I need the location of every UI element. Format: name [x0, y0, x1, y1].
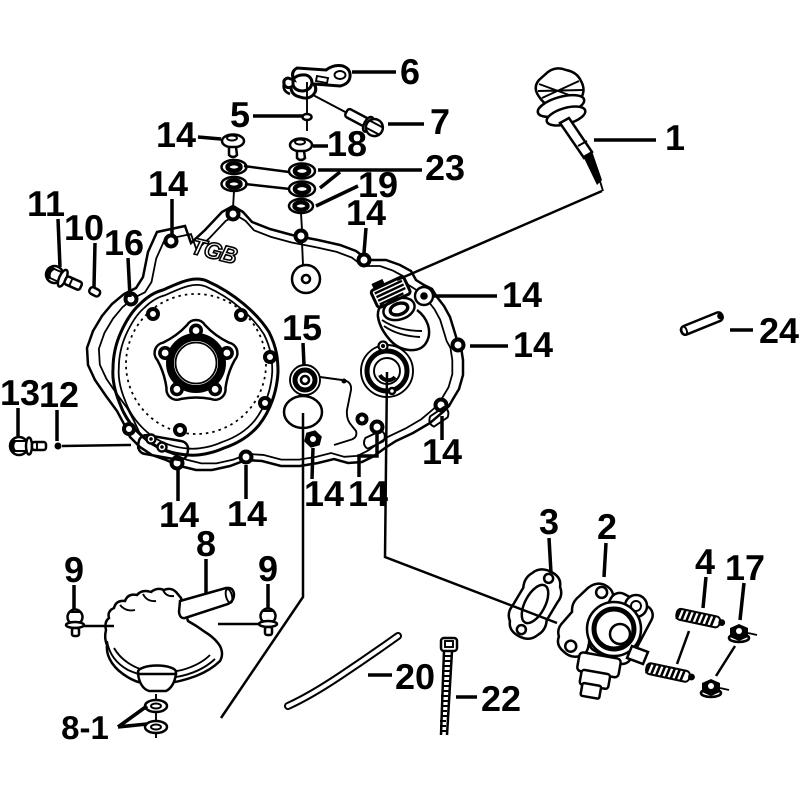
svg-text:19: 19	[358, 164, 398, 205]
svg-text:14: 14	[346, 192, 386, 233]
svg-text:14: 14	[348, 473, 388, 514]
svg-text:8-1: 8-1	[61, 709, 109, 746]
svg-text:1: 1	[665, 117, 685, 158]
svg-text:14: 14	[227, 493, 267, 534]
svg-text:14: 14	[156, 114, 196, 155]
svg-text:5: 5	[230, 94, 250, 135]
svg-text:11: 11	[27, 183, 65, 224]
svg-text:4: 4	[695, 541, 715, 582]
svg-text:23: 23	[425, 147, 465, 188]
svg-text:15: 15	[282, 307, 322, 348]
svg-text:22: 22	[481, 678, 521, 719]
svg-text:16: 16	[104, 222, 144, 263]
svg-text:9: 9	[258, 548, 278, 589]
svg-text:14: 14	[159, 494, 199, 535]
svg-text:13: 13	[0, 372, 40, 413]
svg-text:20: 20	[395, 656, 435, 697]
svg-text:14: 14	[422, 431, 462, 472]
svg-text:14: 14	[513, 324, 553, 365]
svg-text:14: 14	[502, 274, 542, 315]
svg-text:7: 7	[430, 101, 450, 142]
svg-text:6: 6	[400, 51, 420, 92]
svg-text:8: 8	[196, 523, 216, 564]
svg-text:2: 2	[597, 506, 617, 547]
svg-text:3: 3	[539, 501, 559, 542]
svg-text:14: 14	[304, 473, 344, 514]
svg-text:9: 9	[64, 549, 84, 590]
svg-text:10: 10	[64, 207, 104, 248]
svg-text:14: 14	[148, 163, 188, 204]
svg-text:24: 24	[759, 310, 799, 351]
svg-text:12: 12	[39, 374, 79, 415]
svg-text:17: 17	[725, 547, 765, 588]
svg-text:18: 18	[327, 123, 367, 164]
